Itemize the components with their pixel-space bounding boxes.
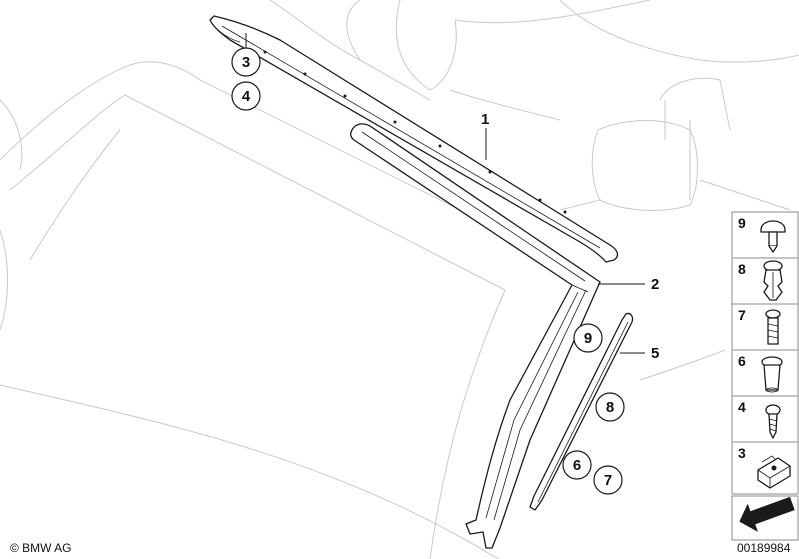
part-windshield-frame-trim: [350, 123, 601, 549]
part-roof-frame-trim: [209, 15, 619, 263]
callout-8: 8: [595, 392, 625, 422]
callout-3: 3: [231, 47, 261, 77]
svg-text:3: 3: [738, 445, 746, 461]
callout-6: 6: [562, 450, 592, 480]
self-tapping-screw-icon: [765, 404, 781, 439]
svg-text:8: 8: [606, 399, 614, 416]
legend-item-6: 6: [731, 349, 799, 399]
expanding-rivet-icon: [763, 260, 783, 301]
svg-text:8: 8: [738, 261, 746, 277]
callout-9: 9: [573, 323, 603, 353]
legend-item-9: 9: [731, 211, 799, 261]
svg-text:7: 7: [738, 307, 746, 323]
copyright-text: © BMW AG: [10, 541, 72, 555]
legend-item-8: 8: [731, 257, 799, 307]
clip-nut-icon: [757, 455, 791, 489]
push-rivet-icon: [760, 220, 786, 253]
callout-4: 4: [231, 81, 261, 111]
legend-item-7: 7: [731, 303, 799, 353]
leader-lines: [245, 33, 645, 354]
svg-text:4: 4: [242, 88, 251, 105]
svg-text:9: 9: [738, 215, 746, 231]
sleeve-nut-icon: [761, 356, 783, 393]
callout-1: 1: [481, 111, 489, 128]
view-direction-icon: [731, 495, 799, 541]
diagram-id-text: 00189984: [737, 541, 791, 555]
svg-text:9: 9: [584, 330, 592, 347]
svg-text:3: 3: [242, 54, 250, 71]
svg-text:6: 6: [738, 353, 746, 369]
svg-text:6: 6: [573, 457, 581, 474]
svg-text:7: 7: [604, 472, 612, 489]
legend-item-3: 3: [731, 441, 799, 495]
callout-5: 5: [651, 345, 659, 362]
part-a-pillar-strip: [529, 312, 634, 511]
svg-text:4: 4: [738, 399, 746, 415]
callout-2: 2: [651, 276, 659, 293]
callout-7: 7: [593, 465, 623, 495]
fastener-legend: 9 8 7: [731, 211, 799, 541]
legend-item-4: 4: [731, 395, 799, 445]
screw-icon: [765, 309, 781, 345]
